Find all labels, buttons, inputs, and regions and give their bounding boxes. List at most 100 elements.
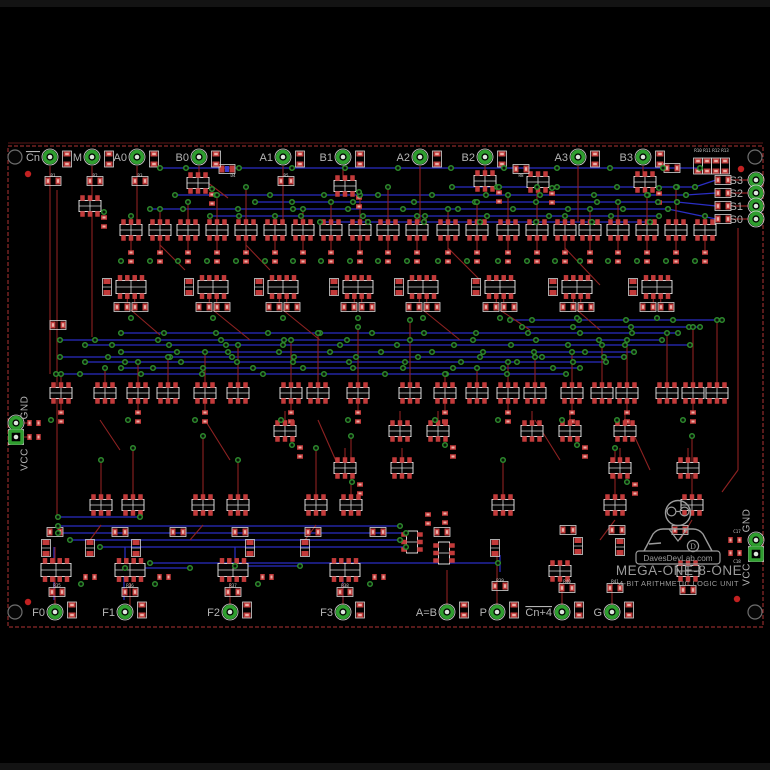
port-label: P	[480, 607, 487, 619]
smd-pad-core	[245, 613, 249, 617]
port-label: F1	[102, 607, 115, 619]
smd-pad	[595, 235, 600, 241]
via	[266, 191, 274, 199]
smd-pad	[42, 551, 50, 556]
smd-pad-core	[738, 538, 741, 542]
capacitor	[209, 192, 215, 206]
capacitor	[328, 250, 334, 264]
trace	[212, 309, 251, 341]
ic-sot23-6	[121, 494, 145, 516]
smd-pad	[344, 275, 350, 281]
smd-pad-core	[158, 251, 162, 254]
via	[558, 416, 566, 424]
port-Cn: Cn	[26, 152, 40, 164]
port-label: B3	[620, 152, 633, 164]
capacitor	[128, 250, 134, 264]
smd-pad	[128, 235, 134, 241]
via	[532, 218, 540, 226]
smd-pad-core	[84, 575, 87, 579]
smd-pad	[443, 420, 448, 426]
port-label: A=B	[416, 607, 437, 619]
capacitor	[702, 250, 708, 264]
smd-pad-core	[133, 179, 137, 183]
smd-pad	[498, 382, 503, 388]
smd-pad	[188, 188, 193, 194]
ic-sot23-6	[491, 494, 515, 516]
via	[620, 353, 628, 361]
smd-pad	[390, 436, 395, 442]
via	[394, 164, 402, 172]
smd-pad	[722, 398, 727, 404]
smd-pad	[350, 235, 355, 241]
ic-sot23-6	[405, 219, 429, 241]
smd-pad-core	[475, 260, 479, 263]
smd-pad	[608, 235, 613, 241]
ic-sot23-6	[346, 382, 370, 404]
smd-pad	[612, 510, 618, 516]
via	[234, 205, 242, 213]
smd-pad	[550, 576, 555, 582]
ref-designator: R38	[341, 583, 349, 588]
smd-pad-core	[417, 305, 421, 309]
smd-pad-core	[691, 420, 695, 423]
smd-pad	[415, 398, 420, 404]
port-B0: B0	[176, 152, 189, 164]
smd-pad-core	[563, 251, 567, 254]
ref-designator: R5	[283, 173, 289, 178]
smd-pad	[535, 171, 541, 177]
smd-pad	[346, 558, 351, 564]
smd-pad-core	[60, 590, 64, 594]
via	[326, 348, 334, 356]
smd-pad	[280, 219, 285, 225]
smd-pad	[433, 550, 439, 556]
smd-pad	[435, 420, 441, 426]
smd-pad-core	[484, 305, 488, 309]
led	[102, 278, 112, 296]
via	[275, 348, 283, 356]
smd-pad-core	[512, 305, 516, 309]
smd-pad	[577, 382, 582, 388]
smd-pad	[121, 235, 126, 241]
smd-pad-core	[497, 200, 501, 203]
resistor	[702, 157, 712, 175]
smd-pad-core	[123, 590, 127, 594]
via	[413, 212, 421, 220]
board-subtitle: 4-BIT ARITHMETIC LOGIC UNIT	[619, 579, 739, 588]
smd-pad	[574, 549, 582, 554]
smd-pad-core	[593, 162, 597, 166]
smd-pad-core	[207, 305, 211, 309]
smd-pad	[227, 558, 232, 564]
resistor	[655, 150, 665, 168]
via	[428, 191, 436, 199]
via	[573, 441, 581, 449]
smd-pad	[401, 539, 407, 545]
via	[536, 191, 544, 199]
via	[448, 183, 456, 191]
smd-pad	[195, 382, 200, 388]
resistor	[369, 527, 387, 537]
smd-pad	[86, 551, 94, 556]
resistor	[104, 150, 114, 168]
smd-pad	[80, 211, 85, 217]
via	[457, 358, 465, 366]
smd-pad	[562, 398, 567, 404]
smd-pad-core	[506, 420, 510, 423]
smd-pad	[417, 293, 422, 299]
capacitor	[260, 574, 274, 580]
via	[674, 329, 682, 337]
smd-pad	[214, 219, 220, 225]
smd-pad	[228, 382, 233, 388]
smd-pad-core	[657, 192, 661, 195]
via	[299, 205, 307, 213]
smd-pad	[570, 235, 575, 241]
brand-text: DavesDevLab.com	[643, 554, 712, 563]
led	[85, 539, 95, 557]
smd-pad-core	[356, 420, 360, 423]
smd-pad-core	[443, 521, 447, 524]
via	[77, 580, 85, 588]
smd-pad	[243, 398, 248, 404]
via	[602, 358, 610, 366]
via	[573, 314, 581, 322]
